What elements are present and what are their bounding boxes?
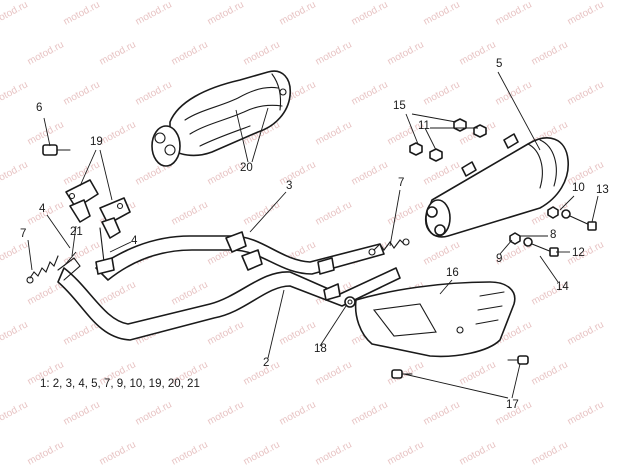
callout-4a: 4 — [39, 203, 46, 215]
callout-3: 3 — [286, 180, 293, 192]
screws-17 — [391, 355, 529, 379]
bolt-set-8-12 — [509, 232, 559, 257]
muffler — [424, 133, 569, 238]
callout-7a: 7 — [20, 228, 27, 240]
spring-left — [26, 255, 59, 284]
callout-15: 15 — [393, 100, 406, 112]
callout-5: 5 — [496, 58, 503, 70]
heat-guard-16 — [354, 281, 516, 358]
header-pipe-2 — [57, 249, 401, 341]
exhaust-flange-left — [65, 179, 99, 223]
callout-14: 14 — [556, 281, 569, 293]
callout-21: 21 — [70, 226, 83, 238]
washer-18 — [344, 296, 356, 308]
callout-11: 11 — [418, 120, 430, 132]
callout-12: 12 — [572, 247, 585, 259]
clamp-4 — [95, 227, 115, 275]
callout-6: 6 — [36, 102, 43, 114]
heat-shield-sleeve — [151, 70, 292, 167]
callout-10: 10 — [572, 182, 585, 194]
callout-18: 18 — [314, 343, 327, 355]
callout-13: 13 — [596, 184, 609, 196]
callout-4b: 4 — [131, 235, 138, 247]
callout-7b: 7 — [398, 177, 405, 189]
spring-right — [368, 238, 410, 256]
bolt-set-10-13 — [547, 206, 597, 231]
leader-lines — [27, 71, 599, 399]
callout-19: 19 — [90, 136, 103, 148]
kit-contents-note: 1: 2, 3, 4, 5, 7, 9, 10, 19, 20, 21 — [40, 378, 200, 390]
callout-20: 20 — [240, 162, 253, 174]
callout-9: 9 — [496, 253, 503, 265]
header-pipe-3 — [95, 231, 385, 281]
bolt-6 — [42, 144, 71, 156]
callout-8: 8 — [550, 229, 557, 241]
exhaust-flange-right — [99, 197, 131, 239]
callout-2: 2 — [263, 357, 270, 369]
callout-17: 17 — [506, 399, 519, 411]
callout-16: 16 — [446, 267, 459, 279]
